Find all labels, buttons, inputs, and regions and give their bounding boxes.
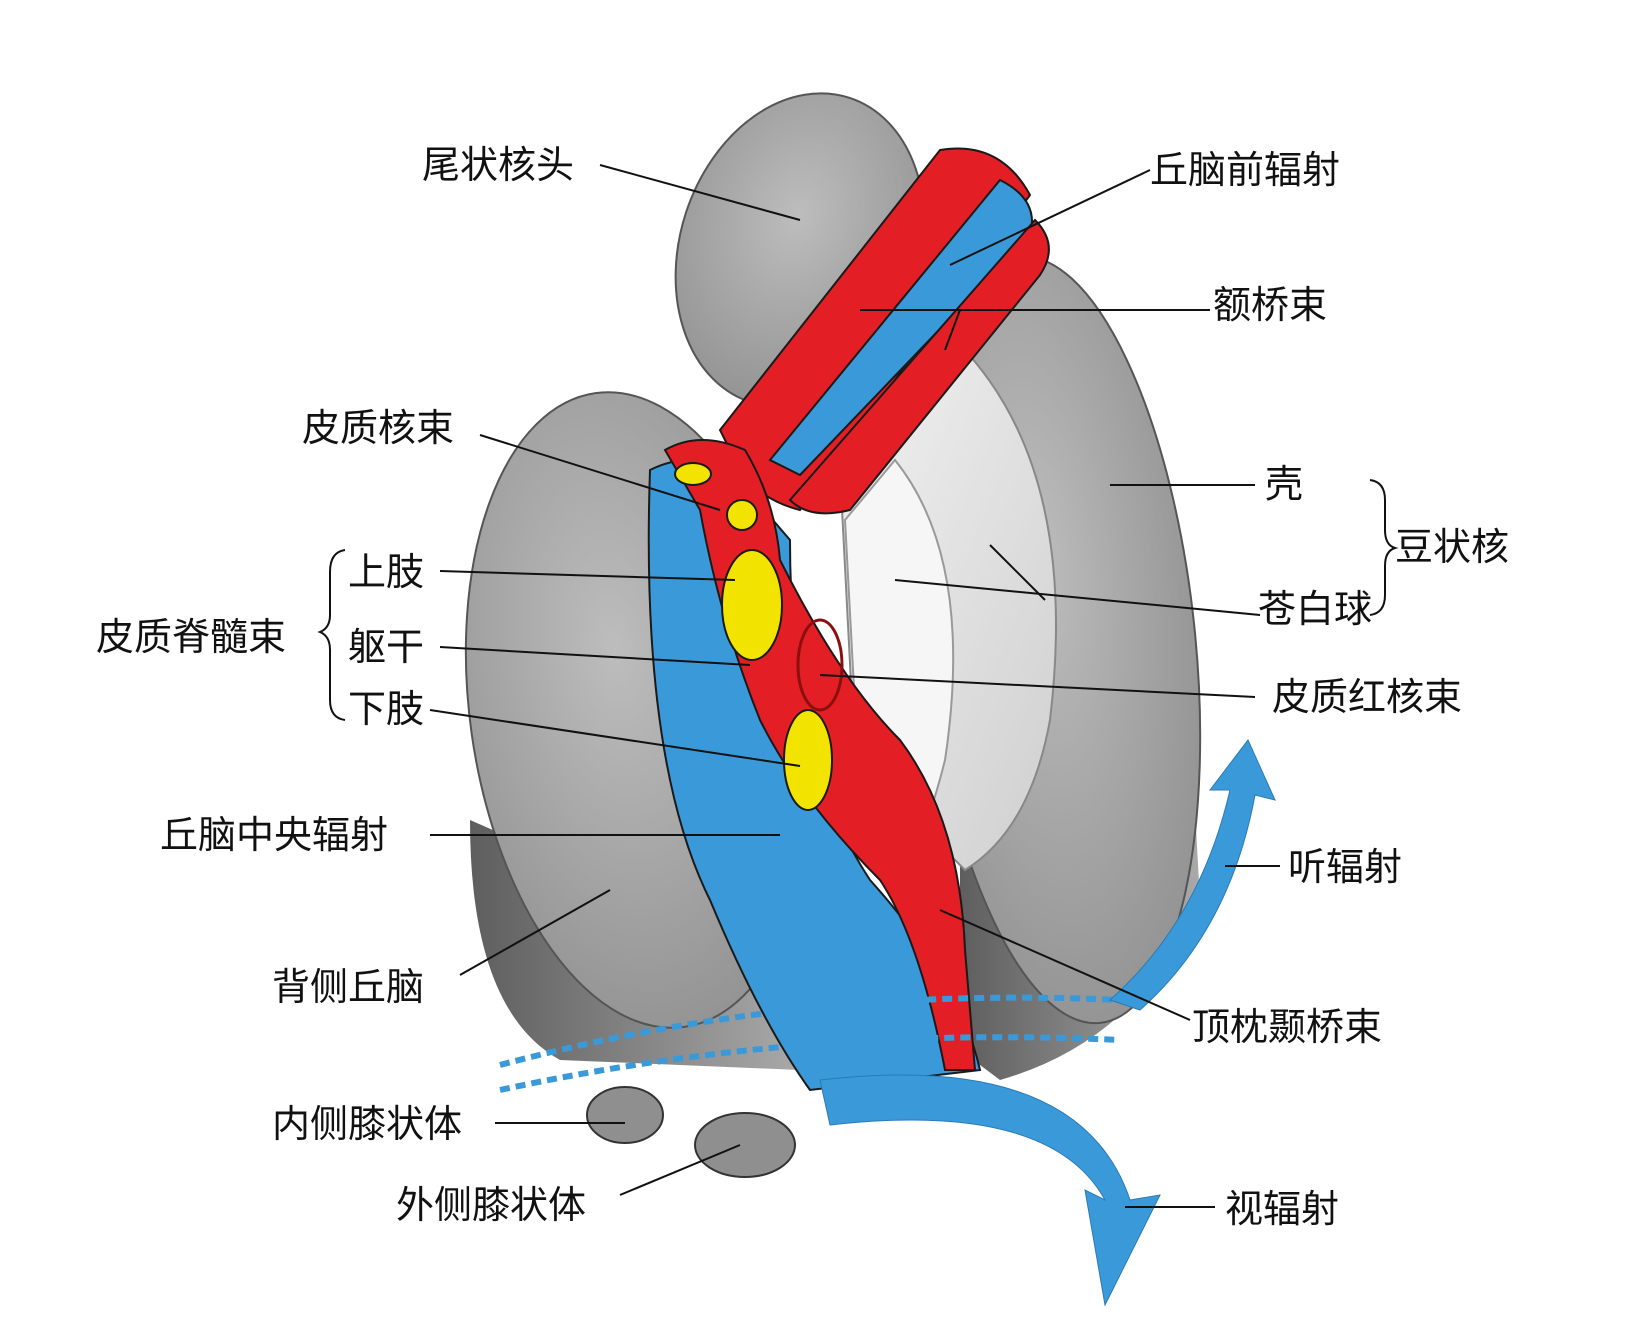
label-anterior-thalamic-radiation: 丘脑前辐射	[1150, 148, 1340, 192]
label-corticonuclear-tract: 皮质核束	[302, 406, 454, 450]
label-corticorubral-tract: 皮质红核束	[1272, 675, 1462, 719]
dashed-band-top	[499, 994, 1121, 1068]
label-medial-geniculate-body: 内侧膝状体	[272, 1102, 462, 1146]
label-frontopontine-tract: 额桥束	[1213, 283, 1327, 327]
lentiform-bracket	[1369, 479, 1399, 616]
corticorubral-ring	[796, 618, 844, 712]
label-auditory-radiation: 听辐射	[1288, 845, 1402, 889]
dashed-band-bottom	[499, 1034, 1121, 1093]
leader-lines	[429, 164, 1280, 1208]
label-optic-radiation: 视辐射	[1225, 1187, 1339, 1231]
medial-geniculate-shape	[586, 1086, 664, 1144]
optic-radiation-arrow	[819, 1074, 1161, 1307]
label-lentiform-nucleus: 豆状核	[1395, 525, 1509, 569]
label-upper-limb: 上肢	[348, 550, 424, 594]
anterior-limb-blue	[768, 178, 1033, 477]
anterior-limb-red-inner	[788, 218, 1050, 515]
label-corticospinal-tract: 皮质脊髓束	[96, 615, 286, 659]
lateral-geniculate-shape	[694, 1112, 796, 1178]
upper-limb-dot	[721, 549, 783, 661]
corticospinal-bracket	[317, 549, 346, 721]
label-trunk: 躯干	[348, 625, 424, 669]
label-central-thalamic-radiation: 丘脑中央辐射	[160, 813, 388, 857]
label-lateral-geniculate-body: 外侧膝状体	[396, 1183, 586, 1227]
label-lower-limb: 下肢	[348, 687, 424, 731]
corticonuclear-dot-1	[674, 462, 712, 486]
label-putamen: 壳	[1265, 462, 1303, 506]
label-globus-pallidus: 苍白球	[1258, 587, 1372, 631]
label-parieto-occipito-temporopontine-tract: 顶枕颞桥束	[1192, 1005, 1382, 1049]
label-caudate-head: 尾状核头	[422, 143, 574, 187]
auditory-radiation-arrow	[1109, 739, 1276, 1011]
lower-limb-dot	[783, 709, 833, 811]
label-dorsal-thalamus: 背侧丘脑	[272, 965, 424, 1009]
corticonuclear-dot-2	[726, 499, 758, 531]
